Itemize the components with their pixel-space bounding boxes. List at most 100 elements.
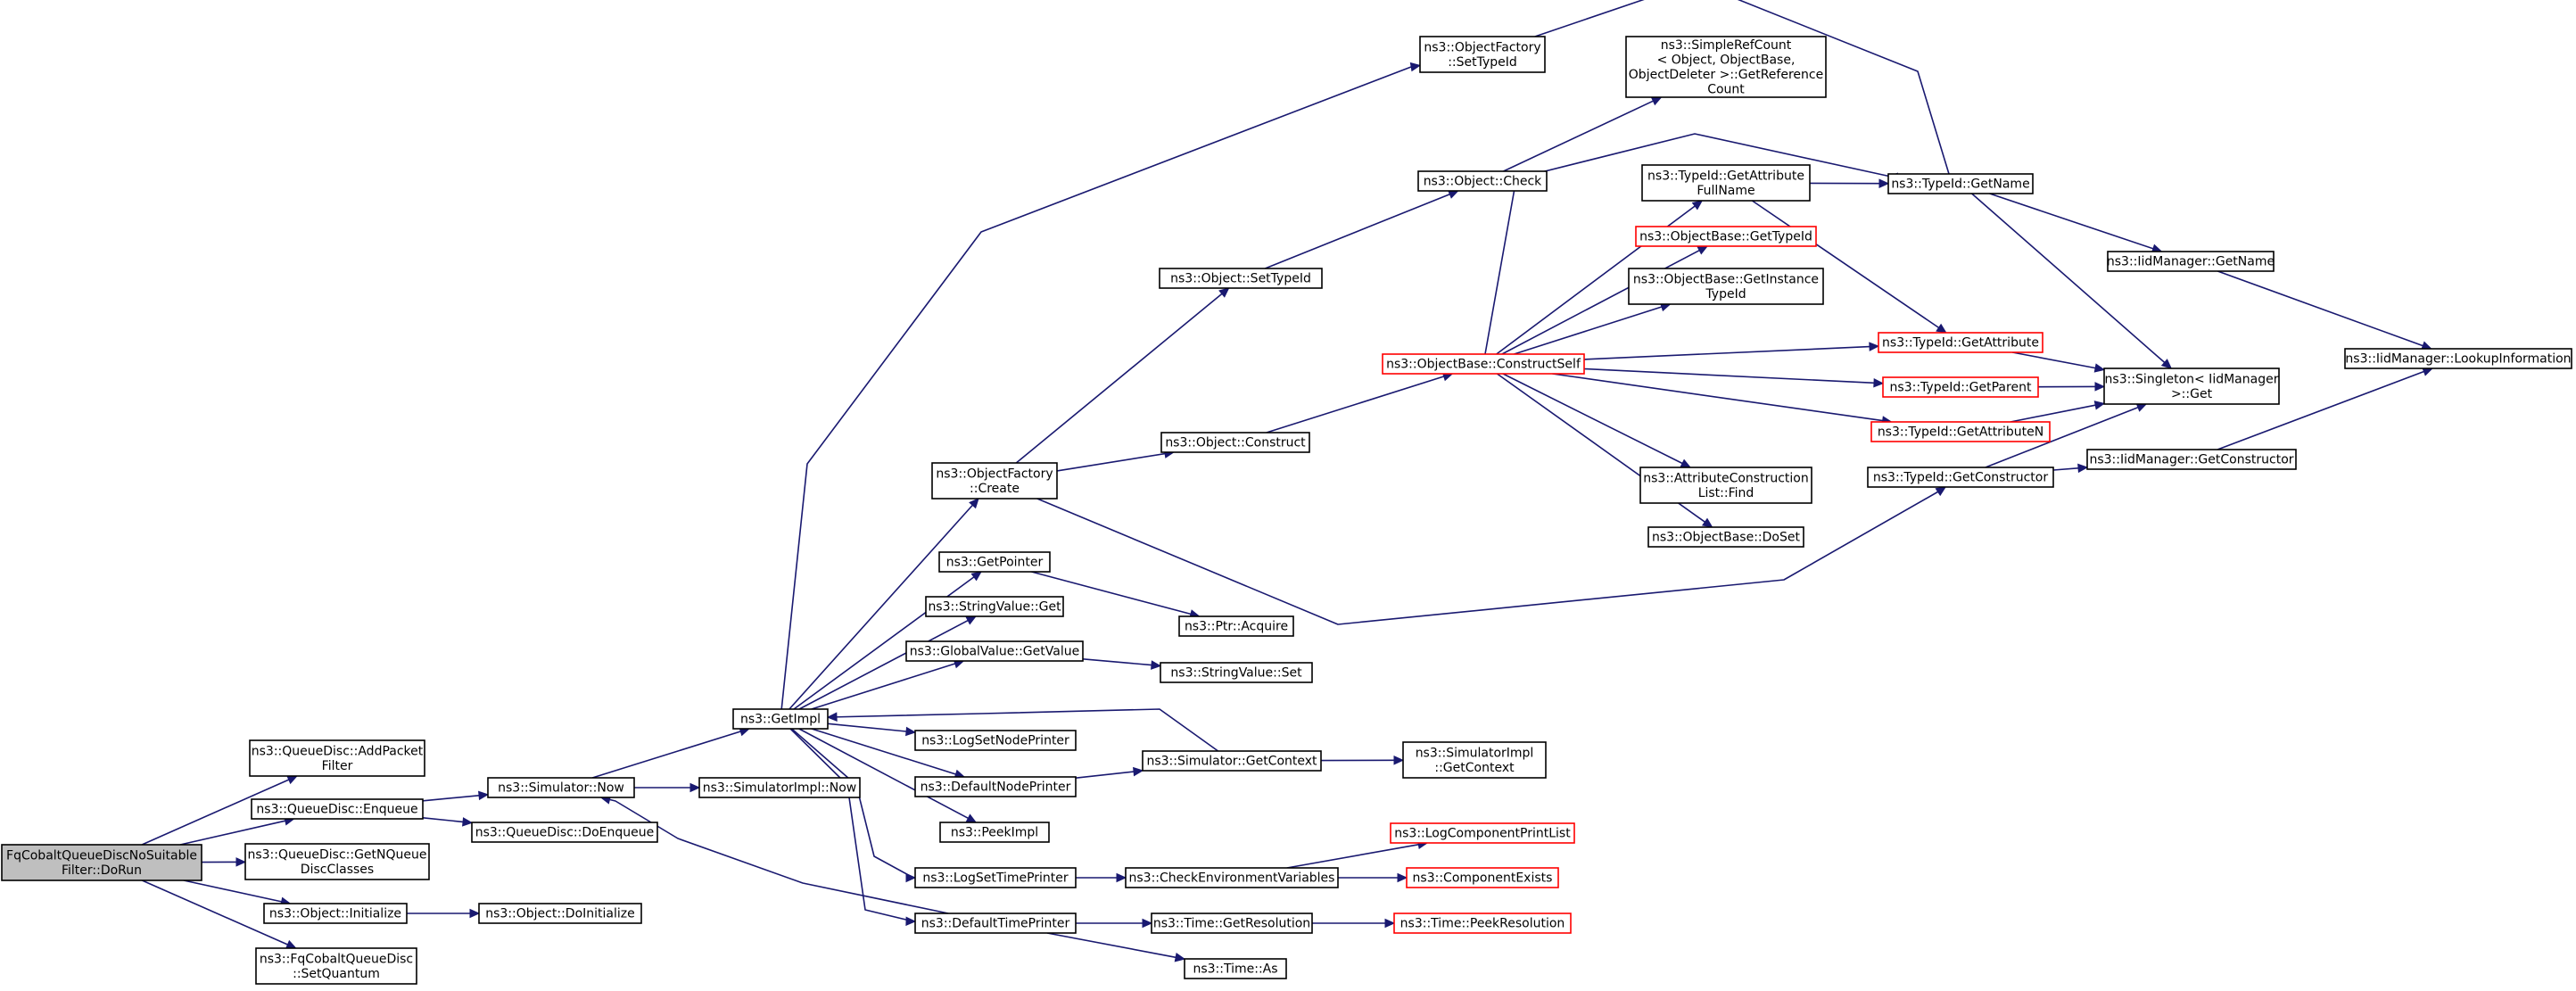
node-label-line: ns3::IidManager::GetName (2107, 255, 2275, 269)
edge-line (1075, 771, 1135, 779)
node-enqueue[interactable]: ns3::QueueDisc::Enqueue (251, 798, 424, 820)
node-doinit[interactable]: ns3::Object::DoInitialize (478, 903, 642, 924)
node-globalvalget[interactable]: ns3::GlobalValue::GetValue (905, 640, 1084, 662)
node-logcompprint[interactable]: ns3::LogComponentPrintList (1390, 822, 1575, 844)
edge-line (1046, 932, 1177, 959)
node-box (1160, 662, 1313, 683)
node-label-line: ns3::ObjectBase::ConstructSelf (1386, 358, 1581, 372)
node-logsettime[interactable]: ns3::LogSetTimePrinter (914, 867, 1077, 888)
node-typeidgetattrn[interactable]: ns3::TypeId::GetAttributeN (1870, 421, 2051, 442)
node-simnow[interactable]: ns3::Simulator::Now (487, 777, 635, 798)
arrowhead (1174, 953, 1186, 962)
node-constructself[interactable]: ns3::ObjectBase::ConstructSelf (1382, 353, 1585, 375)
nodes-layer: FqCobaltQueueDiscNoSuitableFilter::DoRun… (1, 36, 2572, 985)
arrowhead (469, 908, 481, 919)
node-box (1142, 750, 1322, 772)
node-label-line: ::SetTypeId (1448, 55, 1517, 70)
arrowhead (1869, 342, 1880, 351)
node-compexists[interactable]: ns3::ComponentExists (1406, 867, 1559, 888)
node-checkenv[interactable]: ns3::CheckEnvironmentVariables (1125, 867, 1339, 888)
edge-getattrfullname-to-typeidgetattr (1751, 200, 1947, 334)
node-typeidgetname[interactable]: ns3::TypeId::GetName (1887, 173, 2034, 194)
edge-globalvalget-to-strvalset (1082, 658, 1162, 670)
edge-line (1583, 367, 1875, 384)
edge-line (2052, 467, 2079, 471)
edge-line (1286, 844, 1419, 869)
node-typeidgetctor[interactable]: ns3::TypeId::GetConstructor (1867, 467, 2054, 488)
arrowhead (2160, 359, 2173, 369)
node-logsetnode[interactable]: ns3::LogSetNodePrinter (914, 730, 1077, 751)
arrowhead (1142, 918, 1153, 929)
edge-objcheck-to-simplerefcount (1503, 96, 1663, 172)
node-label-line: ns3::Simulator::GetContext (1146, 755, 1317, 769)
node-label-line: ns3::GlobalValue::GetValue (910, 645, 1079, 659)
node-simplerefcount[interactable]: ns3::SimpleRefCount< Object, ObjectBase,… (1625, 36, 1827, 98)
arrowhead (1697, 245, 1709, 255)
node-label-line: ns3::Object::DoInitialize (485, 907, 634, 921)
edge-simnow-to-getimpl (591, 727, 751, 779)
node-typeidgetparent[interactable]: ns3::TypeId::GetParent (1882, 376, 2039, 398)
node-box (1178, 615, 1294, 637)
node-singletonget[interactable]: ns3::Singleton< IidManager >::Get (2103, 367, 2280, 405)
node-label-line: FullName (1697, 184, 1754, 198)
node-simgetctx[interactable]: ns3::Simulator::GetContext (1142, 750, 1322, 772)
node-ptracquire[interactable]: ns3::Ptr::Acquire (1178, 615, 1294, 637)
edge-simnow-to-simimplnow (634, 782, 701, 793)
edge-typeidgetname-to-singletonget (1971, 193, 2173, 369)
node-objsettypeid[interactable]: ns3::Object::SetTypeId (1159, 268, 1323, 289)
node-label-line: TypeId (1705, 287, 1746, 301)
node-objcheck[interactable]: ns3::Object::Check (1417, 170, 1548, 192)
node-setquantum[interactable]: ns3::FqCobaltQueueDisc::SetQuantum (255, 947, 417, 985)
node-getimpl[interactable]: ns3::GetImpl (732, 708, 829, 730)
node-objconstruct[interactable]: ns3::Object::Construct (1160, 432, 1310, 453)
node-timeas[interactable]: ns3::Time::As (1184, 958, 1287, 979)
node-peekimpl[interactable]: ns3::PeekImpl (939, 822, 1050, 843)
node-box (471, 822, 658, 843)
node-label-line: ns3::QueueDisc::DoEnqueue (475, 826, 655, 840)
node-strvalget[interactable]: ns3::StringValue::Get (925, 596, 1064, 617)
node-label-line: ns3::Singleton< IidManager (2105, 372, 2279, 386)
node-defnode[interactable]: ns3::DefaultNodePrinter (914, 776, 1077, 797)
node-label-line: Filter::DoRun (62, 863, 142, 878)
edge-line (1989, 193, 2154, 250)
node-label-line: ns3::QueueDisc::GetNQueue (247, 847, 426, 862)
node-strvalset[interactable]: ns3::StringValue::Set (1160, 662, 1313, 683)
edge-line (1266, 376, 1444, 434)
node-box (1390, 822, 1575, 844)
node-deftime[interactable]: ns3::DefaultTimePrinter (914, 913, 1077, 934)
node-simimplgetctx[interactable]: ns3::SimulatorImpl::GetContext (1402, 741, 1547, 779)
node-label-line: ns3::FqCobaltQueueDisc (260, 952, 413, 966)
edge-line (1971, 193, 2166, 364)
arrowhead (905, 916, 917, 927)
arrowhead (905, 872, 917, 883)
node-objbasedoset[interactable]: ns3::ObjectBase::DoSet (1647, 526, 1804, 548)
node-typeidgetattr[interactable]: ns3::TypeId::GetAttribute (1878, 332, 2043, 353)
edge-line (1552, 373, 1883, 422)
node-doenqueue[interactable]: ns3::QueueDisc::DoEnqueue (471, 822, 658, 843)
node-label-line: DiscClasses (301, 863, 374, 877)
edge-timegetres-to-timepeekres (1312, 918, 1396, 929)
node-iidgetname[interactable]: ns3::IidManager::GetName (2107, 251, 2275, 272)
edge-getimpl-to-logsetnode (827, 723, 917, 737)
node-objinit[interactable]: ns3::Object::Initialize (263, 903, 408, 924)
node-getpointer[interactable]: ns3::GetPointer (938, 551, 1051, 573)
edge-getimpl-to-getpointer (793, 571, 982, 710)
edge-root-to-enqueue (179, 816, 295, 846)
node-timegetres[interactable]: ns3::Time::GetResolution (1151, 913, 1313, 934)
node-iidlookup[interactable]: ns3::IidManager::LookupInformation (2344, 348, 2572, 369)
node-objbasegettypeid[interactable]: ns3::ObjectBase::GetTypeId (1635, 226, 1817, 247)
arrowhead (905, 726, 917, 737)
node-iidgetctor[interactable]: ns3::IidManager::GetConstructor (2086, 449, 2297, 470)
node-simimplnow[interactable]: ns3::SimulatorImpl::Now (698, 777, 861, 798)
node-label-line: Count (1707, 82, 1745, 96)
node-objfactsettypeid[interactable]: ns3::ObjectFactory::SetTypeId (1419, 36, 1546, 73)
node-objfactcreate[interactable]: ns3::ObjectFactory::Create (931, 462, 1058, 500)
node-timepeekres[interactable]: ns3::Time::PeekResolution (1393, 913, 1572, 934)
